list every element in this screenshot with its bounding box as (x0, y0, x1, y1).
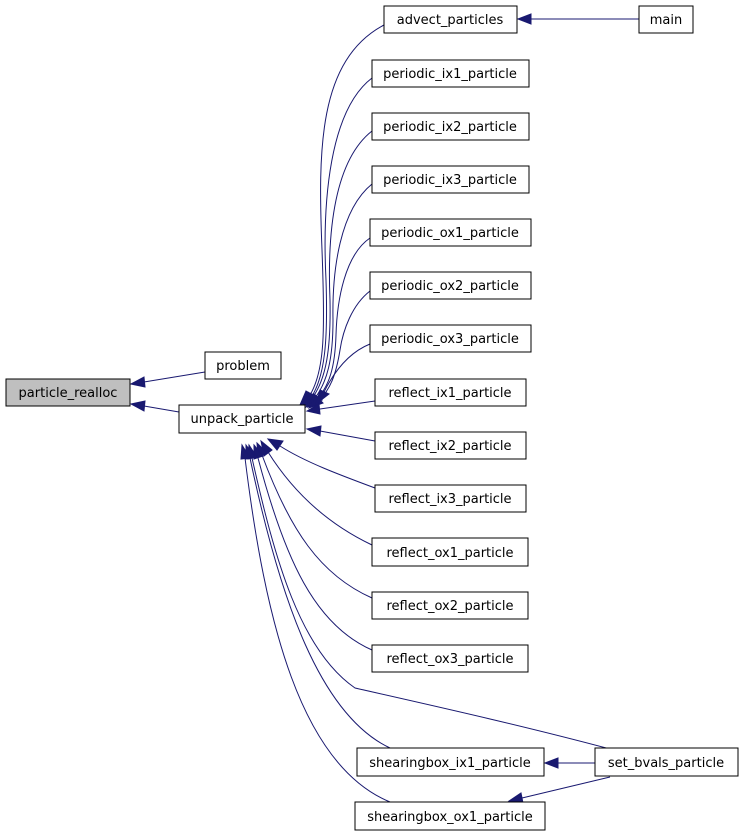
node-label: periodic_ox1_particle (381, 226, 519, 241)
nodes-layer: particle_realloc problem unpack_particle… (5, 5, 739, 831)
edge-periodic-ox1-to-unpack-particle (306, 237, 371, 409)
node-label: reflect_ox3_particle (386, 652, 513, 667)
node-label: reflect_ix3_particle (388, 492, 511, 507)
node-label: periodic_ix2_particle (383, 120, 517, 135)
edge-main-to-advect-particles (516, 13, 639, 25)
node-shearingbox-ox1-particle[interactable]: shearingbox_ox1_particle (354, 801, 546, 831)
node-label: particle_realloc (19, 386, 118, 401)
node-main[interactable]: main (638, 5, 694, 34)
node-periodic-ox2-particle[interactable]: periodic_ox2_particle (369, 271, 532, 300)
node-label: main (650, 13, 682, 28)
node-label: reflect_ox1_particle (386, 546, 513, 561)
edge-periodic-ix2-to-unpack-particle (302, 130, 373, 408)
node-label: problem (216, 359, 270, 374)
node-label: unpack_particle (191, 412, 294, 427)
node-reflect-ox2-particle[interactable]: reflect_ox2_particle (371, 591, 529, 620)
node-reflect-ox3-particle[interactable]: reflect_ox3_particle (371, 644, 529, 673)
node-label: reflect_ox2_particle (386, 599, 513, 614)
node-label: periodic_ox3_particle (381, 332, 519, 347)
edge-problem-to-particle-realloc (129, 371, 206, 388)
node-label: periodic_ox2_particle (381, 279, 519, 294)
node-periodic-ix2-particle[interactable]: periodic_ix2_particle (371, 112, 530, 141)
node-shearingbox-ix1-particle[interactable]: shearingbox_ix1_particle (356, 747, 545, 777)
edge-shearingbox-ox1-to-unpack-particle (240, 443, 391, 803)
edge-reflect-ix2-to-unpack-particle (305, 425, 376, 442)
node-reflect-ix3-particle[interactable]: reflect_ix3_particle (374, 484, 527, 513)
edge-reflect-ox2-to-unpack-particle (256, 441, 373, 599)
node-problem[interactable]: problem (204, 351, 282, 380)
edge-periodic-ix3-to-unpack-particle (304, 183, 373, 409)
node-reflect-ox1-particle[interactable]: reflect_ox1_particle (371, 537, 529, 567)
node-label: shearingbox_ix1_particle (369, 756, 531, 771)
node-set-bvals-particle[interactable]: set_bvals_particle (594, 747, 739, 777)
node-label: reflect_ix1_particle (388, 386, 511, 401)
node-periodic-ox1-particle[interactable]: periodic_ox1_particle (369, 218, 532, 247)
node-reflect-ix2-particle[interactable]: reflect_ix2_particle (374, 431, 527, 460)
edge-unpack-particle-to-particle-realloc (129, 400, 180, 413)
node-label: advect_particles (397, 13, 504, 28)
edge-periodic-ox3-to-unpack-particle (315, 343, 371, 406)
edge-periodic-ix1-to-unpack-particle (300, 77, 373, 408)
edge-periodic-ox2-to-unpack-particle (307, 290, 371, 409)
edge-set-bvals-to-shearingbox-ix1 (543, 757, 595, 769)
node-label: periodic_ix3_particle (383, 173, 517, 188)
node-label: reflect_ix2_particle (388, 439, 511, 454)
edge-reflect-ix3-to-unpack-particle (266, 438, 376, 489)
node-advect-particles[interactable]: advect_particles (383, 5, 518, 34)
node-label: periodic_ix1_particle (383, 67, 517, 82)
node-particle-realloc[interactable]: particle_realloc (5, 378, 131, 407)
node-periodic-ix3-particle[interactable]: periodic_ix3_particle (371, 165, 530, 194)
node-label: set_bvals_particle (608, 756, 724, 771)
edges-layer (129, 13, 639, 804)
node-unpack-particle[interactable]: unpack_particle (178, 404, 306, 434)
edge-reflect-ix1-to-unpack-particle (305, 400, 376, 415)
edge-set-bvals-to-shearingbox-ox1 (507, 776, 611, 804)
node-label: shearingbox_ox1_particle (367, 810, 532, 825)
node-periodic-ox3-particle[interactable]: periodic_ox3_particle (369, 324, 532, 353)
node-reflect-ix1-particle[interactable]: reflect_ix1_particle (374, 378, 527, 407)
node-periodic-ix1-particle[interactable]: periodic_ix1_particle (371, 59, 530, 88)
